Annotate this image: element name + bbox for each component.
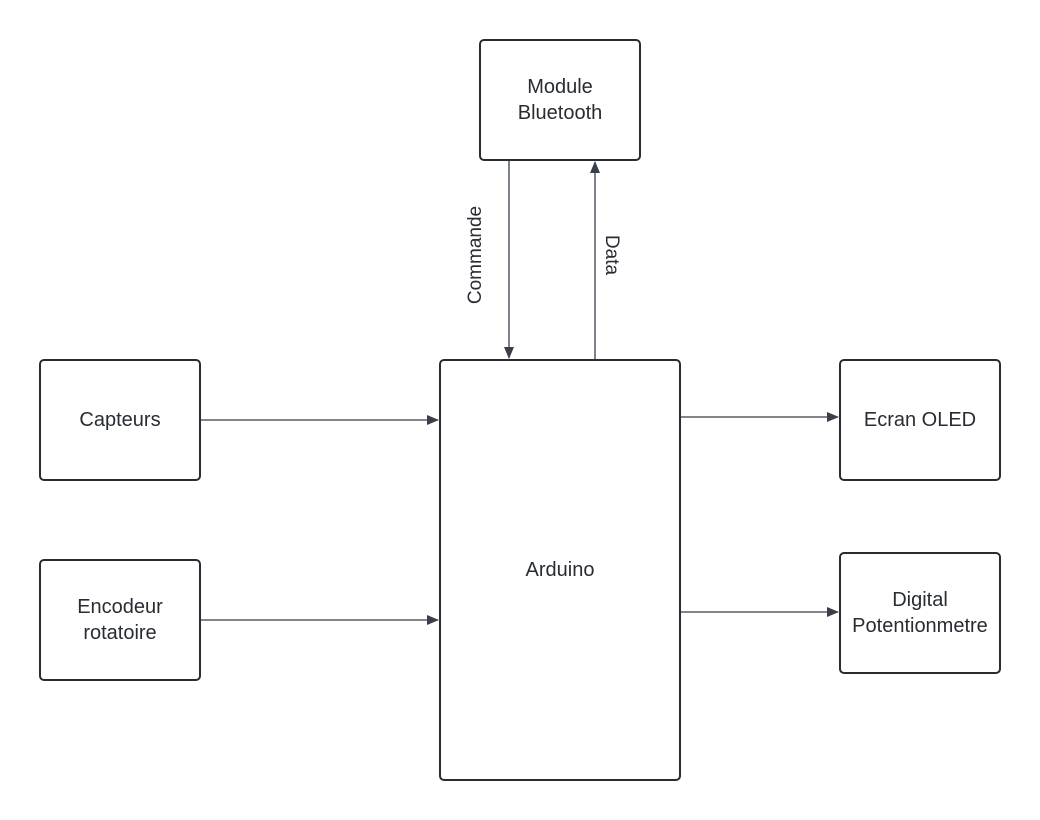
- commande-edge-label: Commande: [465, 205, 486, 305]
- digital-potentiometre-box[interactable]: Digital Potentionmetre: [839, 552, 1001, 674]
- capteurs-box[interactable]: Capteurs: [39, 359, 201, 481]
- data-edge-label: Data: [601, 234, 622, 276]
- ecran-oled-label: Ecran OLED: [863, 409, 977, 431]
- module-bluetooth-label: Module Bluetooth: [517, 76, 603, 124]
- ecran-oled-box[interactable]: Ecran OLED: [839, 359, 1001, 481]
- arduino-box[interactable]: Arduino: [439, 359, 681, 781]
- digital-potentiometre-label: Digital Potentionmetre: [852, 589, 988, 637]
- capteurs-label: Capteurs: [79, 409, 161, 431]
- encodeur-rotatoire-label: Encodeur rotatoire: [77, 596, 163, 644]
- arduino-label: Arduino: [525, 559, 595, 581]
- encodeur-rotatoire-box[interactable]: Encodeur rotatoire: [39, 559, 201, 681]
- module-bluetooth-box[interactable]: Module Bluetooth: [479, 39, 641, 161]
